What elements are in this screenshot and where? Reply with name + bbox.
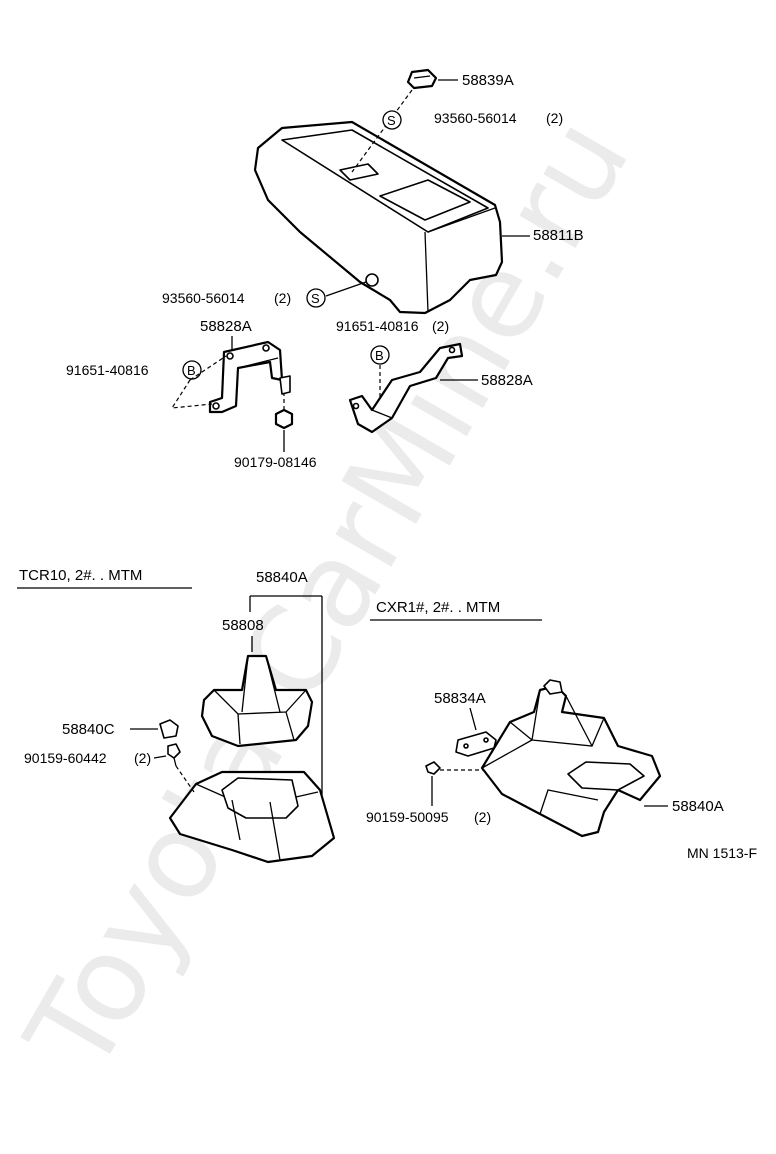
callout-91651-40816-right-qty: (2) <box>432 318 449 334</box>
s-symbol-label: S <box>387 113 396 128</box>
callout-58839A: 58839A <box>462 72 514 89</box>
callout-90159-50095-qty: (2) <box>474 809 491 825</box>
variant-label-left: TCR10, 2#. . MTM <box>19 567 142 584</box>
variant-label-right: CXR1#, 2#. . MTM <box>376 599 500 616</box>
callout-93560-56014-lower: 93560-56014 <box>162 290 245 306</box>
callout-58834A: 58834A <box>434 690 486 707</box>
s-symbol-icon <box>382 110 402 130</box>
callout-58811B: 58811B <box>533 227 584 244</box>
nut-part <box>274 408 294 430</box>
callout-58840A-left: 58840A <box>256 569 308 586</box>
callout-90159-60442-qty: (2) <box>134 750 151 766</box>
callout-58840C: 58840C <box>62 721 115 738</box>
s-symbol-label-2: S <box>311 291 320 306</box>
console-cap-part <box>406 68 438 90</box>
callout-93560-56014-lower-qty: (2) <box>274 290 291 306</box>
shift-cover-part <box>168 770 336 864</box>
callout-93560-56014-top: 93560-56014 <box>434 110 517 126</box>
center-console-part <box>480 679 662 838</box>
b-symbol-label: B <box>187 363 196 378</box>
left-bracket-part <box>208 340 291 414</box>
cap-58840C-part <box>159 719 179 739</box>
callout-90159-60442: 90159-60442 <box>24 750 107 766</box>
right-bracket-part <box>348 342 464 434</box>
diagram-code: MN 1513-F <box>687 845 757 861</box>
shift-boot-part <box>200 654 314 748</box>
b-symbol-label-2: B <box>375 348 384 363</box>
callout-90179-08146: 90179-08146 <box>234 454 317 470</box>
callout-91651-40816-right: 91651-40816 <box>336 318 419 334</box>
callout-58828A-right: 58828A <box>481 372 533 389</box>
callout-58808: 58808 <box>222 617 264 634</box>
console-box-part <box>253 120 504 315</box>
screw-90159-50095-part <box>425 761 441 775</box>
callout-58840A-right: 58840A <box>672 798 724 815</box>
plate-58834A-part <box>455 731 497 757</box>
screw-90159-60442-part <box>167 743 181 767</box>
callout-90159-50095: 90159-50095 <box>366 809 449 825</box>
callout-93560-56014-top-qty: (2) <box>546 110 563 126</box>
s-symbol-icon <box>306 288 326 308</box>
callout-58828A-left: 58828A <box>200 318 252 335</box>
b-symbol-icon <box>370 345 390 365</box>
callout-91651-40816-left: 91651-40816 <box>66 362 149 378</box>
